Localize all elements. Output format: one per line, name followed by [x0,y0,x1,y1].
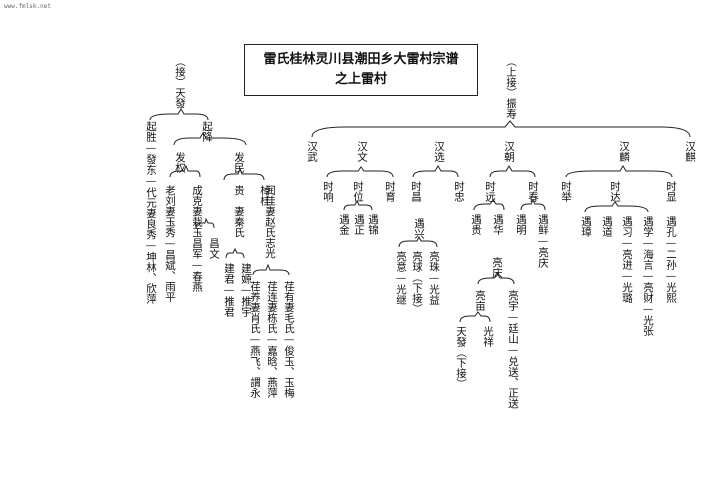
node-yuxing: 遇兴 [413,218,425,239]
node-jianjun: 建君—推君 [223,263,235,317]
node-guimian: 贵 妻秦氏 [233,185,245,238]
node-yujin2: 遇锦 [367,214,379,235]
node-yujin: 遇金 [338,214,350,235]
brace-tiandeng [149,108,209,121]
node-yuxi: 遇习—亮进—光璐 [621,216,633,303]
node-liangmu: 亮亩 [474,290,486,311]
node-yuzheng: 遇正 [353,214,365,235]
node-yuxian: 遇鲜—亮庆 [537,214,549,268]
brace-hanlin [565,165,673,178]
brace-shiwei [343,199,373,211]
node-shangjie-zhenshou: （上接）振寿 [505,56,517,119]
node-yudao: 遇道 [601,216,613,237]
node-runzhu: 润佳妻赵氏志光 [264,185,276,259]
node-shiwei: 时位 [352,181,364,202]
node-liangyu: 亮宇—廷山—兑送、正送 [507,290,519,409]
node-shiju: 时举 [560,181,572,202]
node-hanlin: 汉麟 [618,141,630,162]
node-shichun: 时春 [527,181,539,202]
node-guangxiang: 光祥 [482,326,494,347]
node-yuxue: 遇学—海言—亮财—光张 [642,216,654,336]
node-renlian: 荏连妻栋氏—嘉晗、燕萍 [266,281,278,398]
node-liangqing: 亮庆 [491,257,503,278]
node-changwen: 昌文 [208,238,220,259]
node-yuhe: 遇贵 [470,214,482,235]
node-yukong: 遇孔—二孙—光熙 [665,216,677,303]
node-hanwen: 汉文 [356,141,368,162]
brace-liangmu [459,311,491,323]
node-liangqiu: 亮球（下接） [411,251,423,314]
watermark: www.fmlsk.net [4,3,51,10]
brace-shichun [520,198,546,211]
node-shiyuan: 时远 [484,181,496,202]
node-hanchao: 汉朝 [503,141,515,162]
brace-shiyuan [473,199,505,211]
brace-chengke [195,217,215,229]
brace-runzhu [252,263,290,276]
node-yuzhang: 遇璋 [580,216,592,237]
node-jianyuan: 建嫄—推宇 [240,263,252,317]
page-title: 雷氏桂林灵川县潮田乡大雷村宗谱 [263,52,459,67]
node-shizhong: 时忠 [453,181,465,202]
brace-hanxuan [412,165,459,178]
brace-faquan [169,164,201,178]
brace-zhenshou [311,120,691,138]
brace-guimian [225,247,245,259]
node-jie-tiandeng: （接）天發 [174,56,186,109]
node-liangyi: 亮意—光继 [395,251,407,305]
brace-shida [584,201,649,213]
node-shixiang: 时响 [322,181,334,202]
brace-famin [223,167,265,181]
brace-hanchao [489,165,536,178]
node-hanxuan: 汉选 [433,141,445,162]
page-subtitle: 之上雷村 [334,72,387,87]
node-yuhua: 遇华 [492,214,504,235]
brace-yuxing [398,235,438,248]
brace-qijiang [173,132,247,146]
node-hanwu: 汉武 [306,141,318,162]
node-liangzhu: 亮珠—光益 [428,251,440,305]
brace-hanwen [326,166,394,178]
node-laoliu: 老刘妻玉秀—昌斌、雨平 [164,185,176,302]
node-hanqi: 汉麒 [684,141,696,162]
node-shida: 时达 [609,181,621,202]
node-famin: 发民 [233,152,245,173]
node-changjun: 昌军—春燕 [191,238,203,292]
node-yuming: 遇明 [515,214,527,235]
node-zhuogui: 棹桂 [259,185,271,206]
node-qijiang: 起降 [201,121,213,142]
node-renyou: 荏有妻毛氏—俊玉、玉梅 [283,281,295,398]
node-renyang: 荏养妻肖氏—燕飞、謂永 [249,281,261,398]
brace-yuhua [477,272,515,285]
node-shixian: 时显 [665,181,677,202]
node-qisheng: 起胜—發东—代元妻良秀—坤林、欣萍 [145,121,157,304]
node-tiandeng-next: 天發（下接） [455,326,467,389]
node-shiyu: 时育 [384,181,396,202]
node-faquan: 发权 [174,152,186,173]
title-box: 雷氏桂林灵川县潮田乡大雷村宗谱 之上雷村 [244,44,478,96]
node-chengke: 成克妻栽玉 [191,185,203,238]
node-shichang: 时昌 [410,181,422,202]
